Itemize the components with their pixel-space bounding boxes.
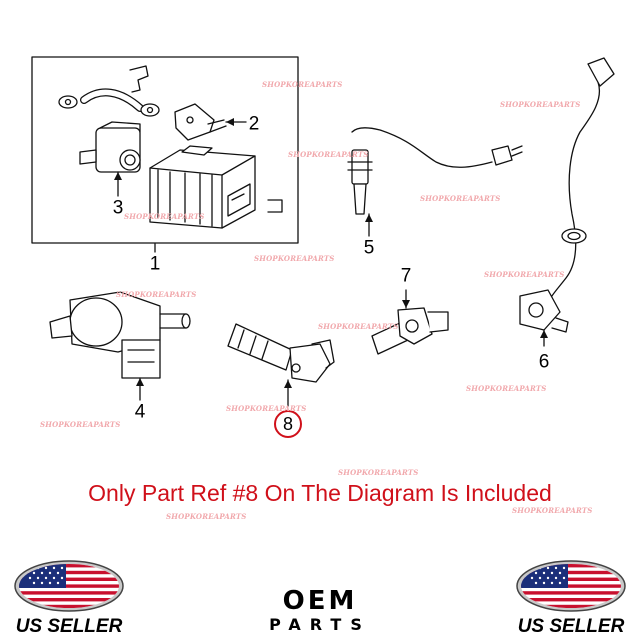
callout-1: 1	[149, 253, 161, 275]
hose-clamp-drawing	[58, 95, 160, 117]
watermark: SHOPKOREAPARTS	[338, 468, 419, 477]
assembly-1-frame	[31, 56, 299, 244]
callout-6: 6	[538, 351, 550, 373]
oxygen-sensor-5-drawing	[347, 127, 523, 215]
valve-3-drawing	[79, 121, 141, 173]
us-seller-badge-right: US SELLER	[504, 560, 638, 637]
oem-logo-text: OEM	[282, 586, 358, 616]
parts-diagram-drawing	[31, 56, 615, 407]
watermark: SHOPKOREAPARTS	[226, 404, 307, 413]
included-part-notice: Only Part Ref #8 On The Diagram Is Inclu…	[88, 480, 552, 506]
parts-diagram: 1 2 3 4 5 6 7 8 SHOPKOREAPARTS SHOPKOREA…	[31, 56, 615, 521]
crankshaft-sensor-7-drawing	[371, 307, 449, 355]
callout-8-highlighted: 8	[274, 410, 302, 438]
callout-4: 4	[134, 401, 146, 423]
watermark: SHOPKOREAPARTS	[512, 506, 593, 515]
parts-logo-text: PARTS	[269, 615, 371, 634]
callout-7: 7	[400, 265, 412, 287]
us-flag-oval-icon	[14, 560, 124, 612]
callout-3: 3	[112, 197, 124, 219]
callout-5: 5	[363, 237, 375, 259]
sensor-6-drawing	[519, 57, 615, 333]
us-seller-label: US SELLER	[517, 616, 625, 637]
us-seller-label: US SELLER	[15, 616, 123, 637]
us-seller-badge-left: US SELLER	[2, 560, 136, 637]
canister-assembly-drawing	[149, 145, 283, 229]
valve-4-drawing	[49, 291, 191, 379]
watermark: SHOPKOREAPARTS	[484, 270, 565, 279]
camshaft-sensor-8-drawing	[227, 323, 335, 383]
watermark: SHOPKOREAPARTS	[318, 322, 399, 331]
watermark: SHOPKOREAPARTS	[124, 212, 205, 221]
watermark: SHOPKOREAPARTS	[254, 254, 335, 263]
watermark: SHOPKOREAPARTS	[466, 384, 547, 393]
watermark: SHOPKOREAPARTS	[288, 150, 369, 159]
watermark: SHOPKOREAPARTS	[116, 290, 197, 299]
watermark: SHOPKOREAPARTS	[166, 512, 247, 521]
watermark: SHOPKOREAPARTS	[500, 100, 581, 109]
watermark: SHOPKOREAPARTS	[40, 420, 121, 429]
leader-arrowheads	[114, 118, 548, 388]
watermark: SHOPKOREAPARTS	[420, 194, 501, 203]
callout-2: 2	[248, 113, 260, 135]
bracket-2-drawing	[174, 103, 227, 141]
us-flag-oval-icon	[516, 560, 626, 612]
watermark: SHOPKOREAPARTS	[262, 80, 343, 89]
